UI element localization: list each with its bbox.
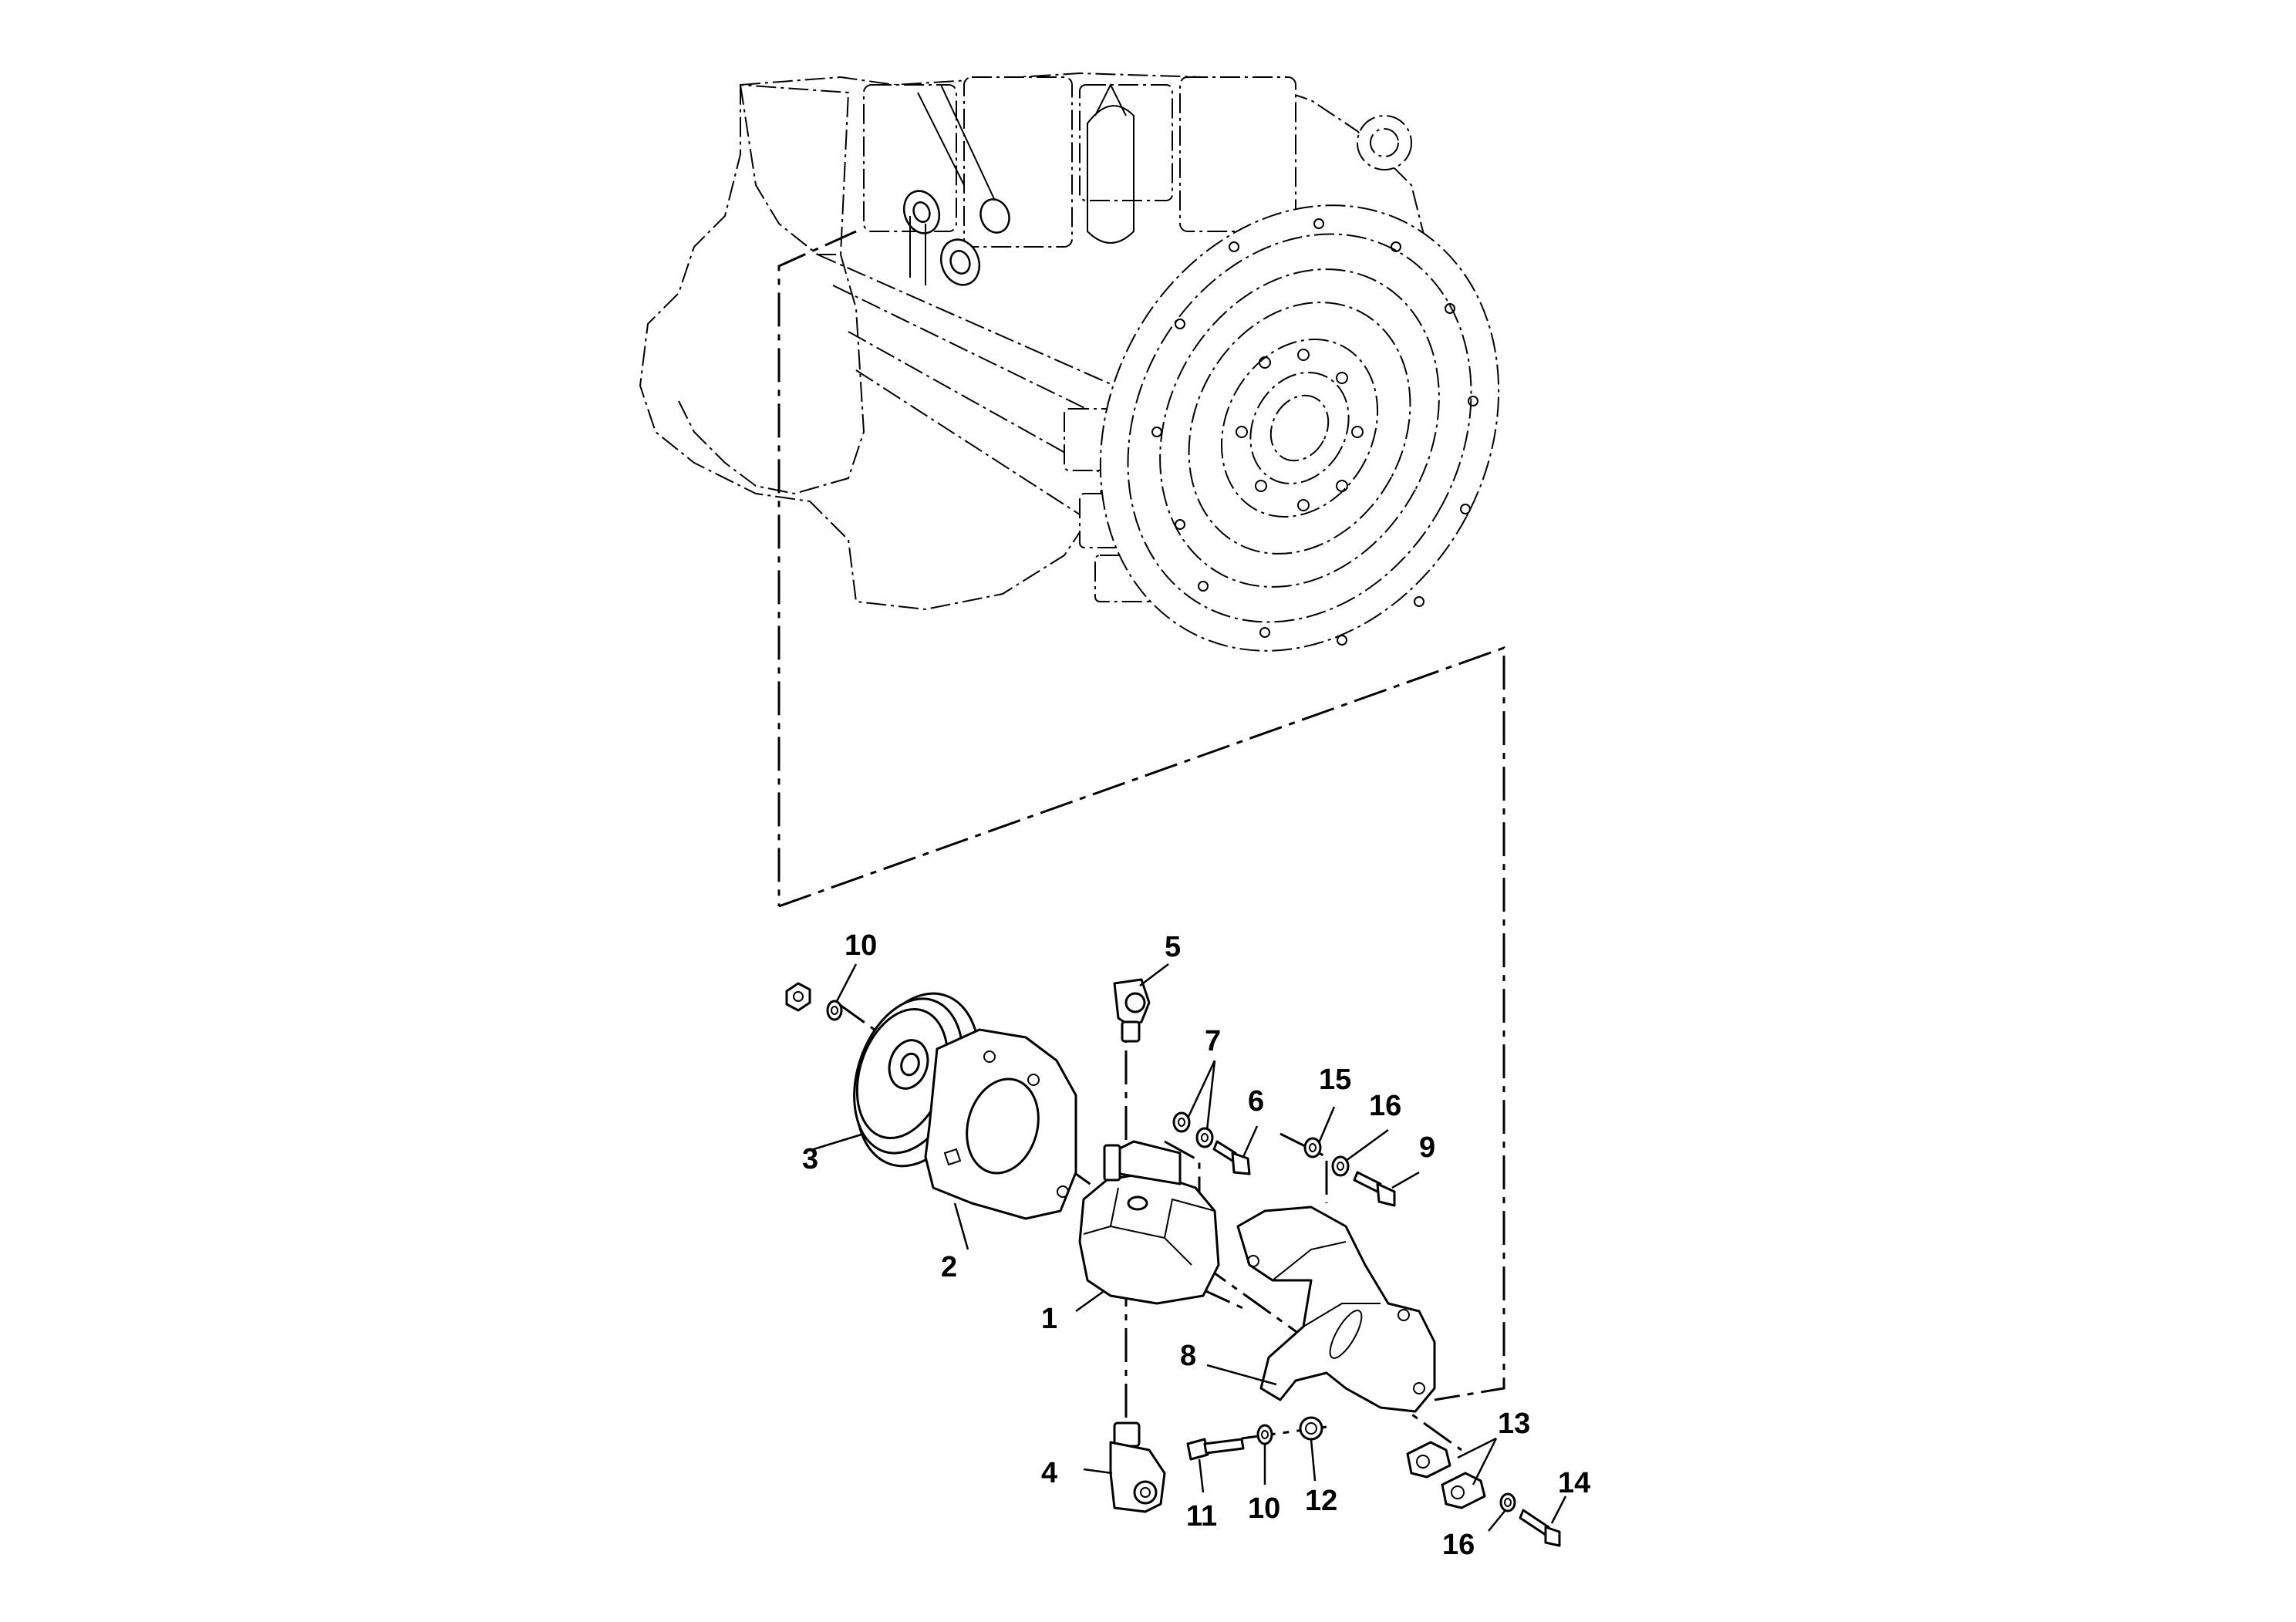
callout-11: 11	[1186, 1500, 1217, 1533]
fitting-top	[1113, 978, 1151, 1043]
callout-leaders	[813, 963, 1567, 1532]
callout-10-bottom: 10	[1248, 1492, 1280, 1525]
callout-13: 13	[1498, 1408, 1530, 1440]
callout-7: 7	[1205, 1025, 1221, 1057]
callout-14: 14	[1558, 1467, 1590, 1499]
washers-15-16	[1303, 1137, 1350, 1177]
mounting-plate	[924, 1028, 1077, 1220]
bolt-9	[1353, 1171, 1396, 1207]
callout-labels: 1 2 3 4 5 6 7 8 9 10 10 11 12 13 14 15 1…	[802, 929, 1590, 1561]
washers-7	[1172, 1111, 1214, 1148]
callout-4: 4	[1041, 1457, 1057, 1489]
washer-16-bottom	[1499, 1492, 1516, 1512]
engine-assembly-phantom	[639, 72, 1500, 652]
callout-16-top: 16	[1369, 1090, 1401, 1122]
bolt-11	[1186, 1438, 1245, 1461]
callout-1: 1	[1041, 1303, 1057, 1335]
callout-10-top: 10	[845, 929, 877, 962]
bolt-6	[1212, 1140, 1251, 1175]
callout-15: 15	[1319, 1064, 1351, 1096]
screw-14	[1519, 1509, 1561, 1547]
pump-body	[1078, 1140, 1220, 1305]
callout-12: 12	[1305, 1485, 1337, 1517]
support-bracket	[1236, 1206, 1436, 1413]
callout-5: 5	[1165, 931, 1181, 963]
nut-and-washer-top	[785, 982, 843, 1021]
washer-10-bottom	[1256, 1424, 1273, 1445]
callout-16-bottom: 16	[1442, 1529, 1475, 1561]
fitting-bottom	[1109, 1421, 1166, 1513]
link-plates-13	[1406, 1441, 1486, 1509]
engine-fittings	[902, 83, 1135, 286]
callout-9: 9	[1419, 1131, 1435, 1164]
callout-6: 6	[1248, 1085, 1264, 1118]
callout-8: 8	[1180, 1340, 1196, 1372]
spacer-12	[1299, 1416, 1323, 1441]
callout-2: 2	[941, 1251, 957, 1283]
callout-3: 3	[802, 1143, 818, 1175]
